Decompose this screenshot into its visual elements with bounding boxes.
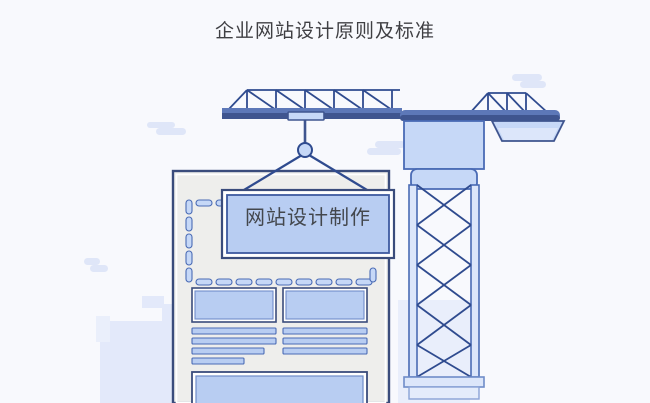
mast-leg-right [470,184,480,378]
background-block-mid [96,316,110,342]
mast-leg-left [408,184,418,378]
cloud-icon [367,141,405,155]
mast-cross-bracing [416,184,472,378]
cloud-icon [147,122,186,135]
pulley-icon [297,142,313,158]
crane-jib [222,89,402,121]
content-card [191,287,277,323]
background-clouds [84,74,546,272]
page-title: 企业网站设计原则及标准 [214,20,435,42]
content-block-large [191,371,368,403]
text-line [282,327,368,355]
crane-mast [403,184,485,400]
cloud-icon [84,258,108,272]
text-line [191,327,277,365]
crane-machinery-house [403,120,485,190]
sign-inner-panel [226,194,390,254]
trolley [287,111,325,121]
sign-board-label: 网站设计制作 [245,205,371,229]
machinery-house-collar [410,168,478,190]
cloud-icon [512,74,546,88]
counterweight-highlight [498,128,558,140]
mast-base-plate [403,376,485,388]
machinery-house-body [403,120,485,170]
content-card [282,287,368,323]
counter-jib-beam-lower [400,115,560,121]
sign-board [220,188,396,260]
crane-base [408,386,480,400]
crane-counter-jib [400,92,566,142]
